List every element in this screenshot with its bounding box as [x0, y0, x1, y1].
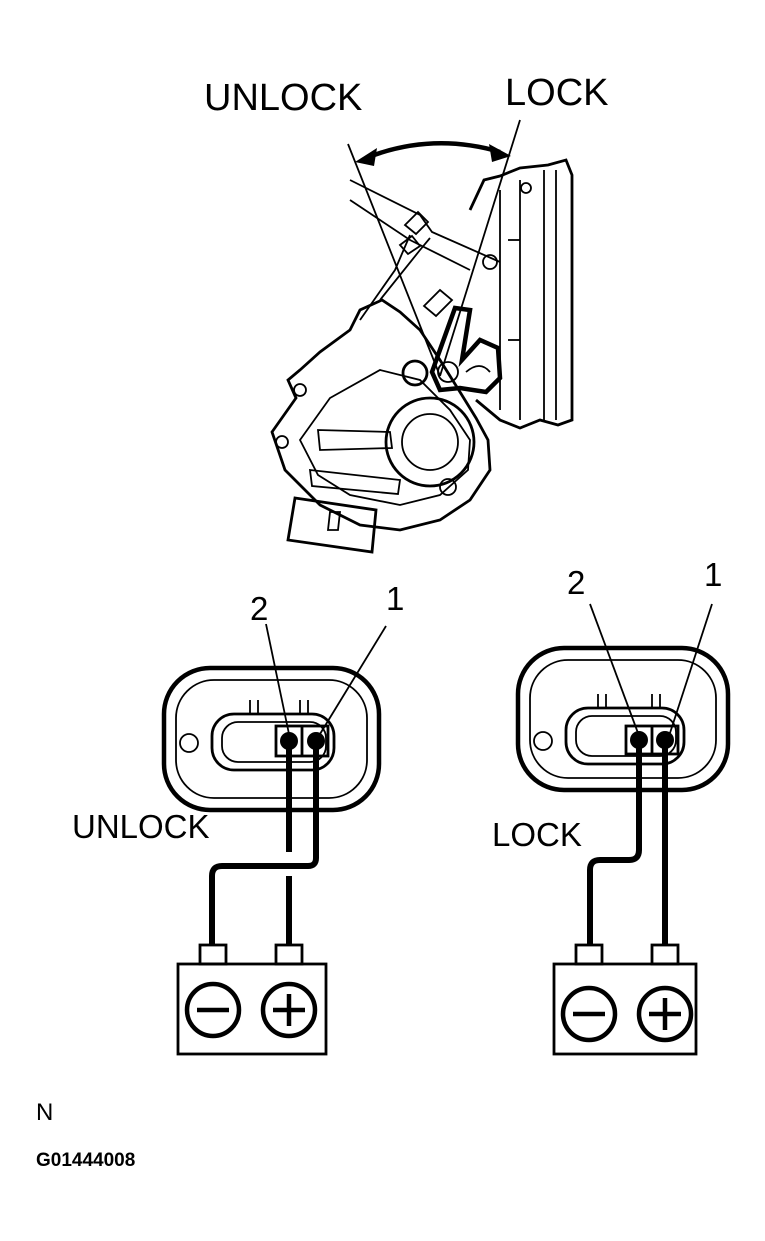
lock-terminal-2-label: 2 — [567, 564, 585, 601]
lock-terminal-1-label: 1 — [704, 556, 722, 593]
lock-connector-housing — [515, 645, 731, 793]
latch-plate — [468, 158, 574, 430]
lock-state-label: LOCK — [492, 816, 582, 853]
actuator-drawing — [270, 119, 574, 554]
actuator-connector — [286, 496, 378, 554]
unlock-battery-positive — [260, 981, 318, 1039]
lock-wire-from-terminal-2 — [587, 740, 642, 945]
unlock-terminal-2-label: 2 — [250, 590, 268, 627]
actuator-lock-label: LOCK — [505, 72, 608, 114]
lock-position-line — [439, 119, 521, 377]
rotation-arc-arrow — [355, 141, 511, 166]
actuator-housing — [270, 298, 492, 532]
unlock-battery — [176, 962, 328, 1056]
footer-note: N — [36, 1099, 53, 1126]
lock-battery — [552, 962, 698, 1056]
unlock-battery-negative — [184, 981, 242, 1039]
unlock-panel — [161, 623, 387, 1056]
figure-code: G01444008 — [36, 1150, 135, 1171]
lock-battery-negative — [560, 985, 618, 1043]
lock-lever — [429, 305, 503, 395]
unlock-terminal-1-label: 1 — [386, 580, 404, 617]
actuator-unlock-label: UNLOCK — [204, 77, 362, 119]
lock-panel — [515, 603, 731, 1056]
unlock-wire-from-terminal-1 — [209, 741, 319, 945]
lock-battery-positive — [636, 985, 694, 1043]
motor-chamber — [384, 396, 476, 488]
lever-pivot — [401, 359, 429, 387]
unlock-state-label: UNLOCK — [72, 808, 210, 845]
unlock-connector-housing — [161, 665, 382, 813]
